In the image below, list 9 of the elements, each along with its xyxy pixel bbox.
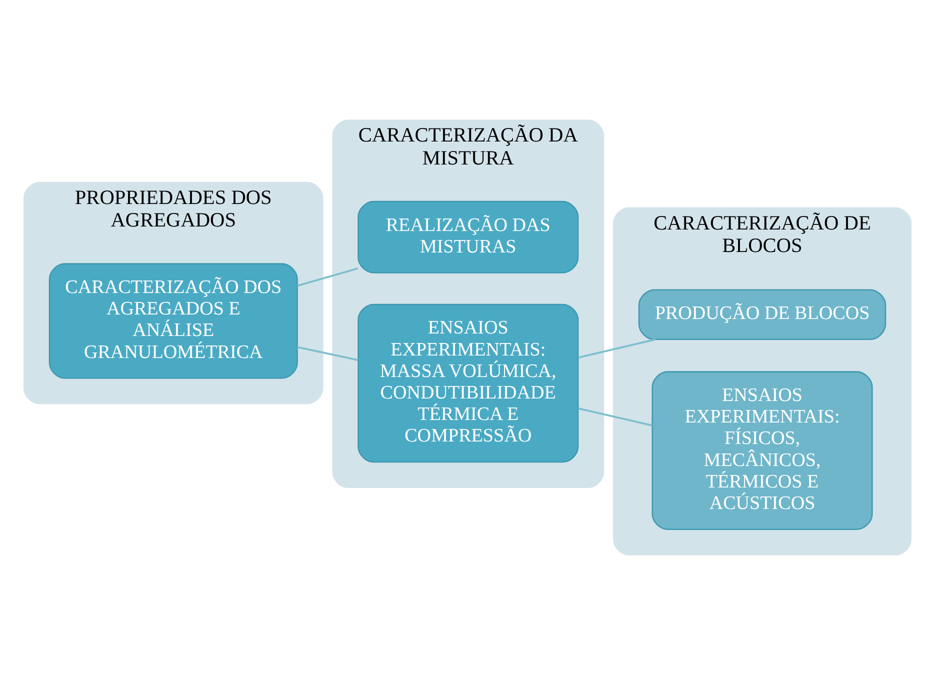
connector bbox=[297, 267, 358, 287]
connector bbox=[578, 338, 656, 359]
connector bbox=[578, 407, 652, 426]
node-box: PRODUÇÃO DE BLOCOS bbox=[638, 289, 886, 340]
node-box: ENSAIOS EXPERIMENTAIS: MASSA VOLÚMICA, CONDUTIBILIDADE TÉRMICA E COMPRESSÃO bbox=[358, 304, 579, 463]
node-box: ENSAIOS EXPERIMENTAIS: FÍSICOS, MECÂNICOS, TÉRMICOS E ACÚSTICOS bbox=[652, 371, 873, 530]
node-box: REALIZAÇÃO DAS MISTURAS bbox=[358, 200, 579, 274]
connector bbox=[297, 346, 358, 361]
node-box: CARACTERIZAÇÃO DOS AGREGADOS E ANÁLISE GRANULOMÉTRICA bbox=[48, 263, 298, 379]
